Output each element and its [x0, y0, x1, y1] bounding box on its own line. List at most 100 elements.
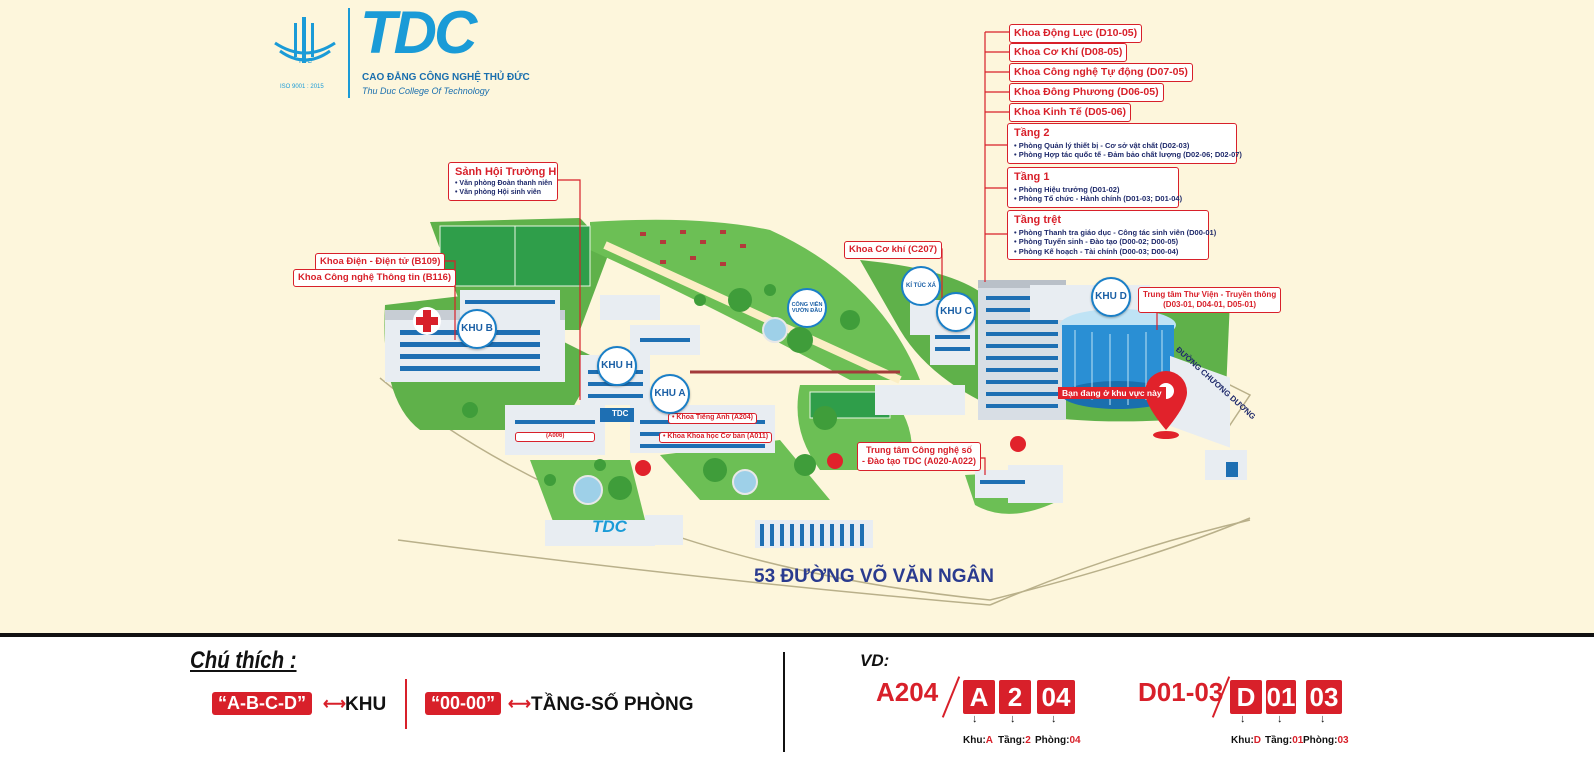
callout-khoa-dong-luc: Khoa Động Lực (D10-05) — [1009, 24, 1143, 44]
street-outline — [397, 539, 991, 606]
sub-label: Khu: — [1231, 735, 1254, 746]
example-code-d0103: D01-03 — [1138, 677, 1224, 707]
example-sub: Tầng:01 — [1265, 735, 1303, 746]
example-sub: Khu:A — [963, 735, 993, 746]
callout-khoa-kinh-te: Khoa Kinh Tế (D05-06) — [1009, 103, 1132, 123]
trees — [462, 284, 860, 500]
callout-khoa-co-khi: Khoa Cơ Khí (D08-05) — [1009, 43, 1128, 63]
example-phong-square: 04 — [1037, 680, 1075, 714]
callout-hall-h: Sảnh Hội Trường H • Văn phòng Đoàn thanh… — [448, 162, 558, 202]
down-arrow-icon: ↓ — [1010, 713, 1016, 725]
down-arrow-icon: ↓ — [972, 713, 978, 725]
example-khu-square: A — [963, 680, 995, 714]
callout-floor-ground: Tầng trệt • Phòng Thanh tra giáo dục - C… — [1007, 210, 1217, 260]
street-outline — [989, 519, 1251, 606]
zone-badge-khu-b: KHU B — [457, 309, 497, 349]
tech-center-line: - Đào tạo TDC (A020-A022) — [862, 456, 977, 467]
fountain — [732, 469, 758, 495]
fountain — [762, 317, 788, 343]
floor-line: • Phòng Quản lý thiết bị - Cơ sở vật chấ… — [1014, 140, 1190, 150]
floor-line: • Phòng Tuyển sinh - Đào tạo (D00-02; D0… — [1014, 237, 1179, 247]
legend-divider — [405, 679, 407, 729]
fountain — [573, 475, 603, 505]
address-label: 53 ĐƯỜNG VÕ VĂN NGÂN — [754, 566, 994, 587]
hall-line: • Văn phòng Đoàn thanh niên — [455, 179, 553, 187]
thu-vien-line: (D03-01, D04-01, D05-01) — [1163, 300, 1257, 309]
thu-vien-line: Trung tâm Thư Viện - Truyền thông — [1143, 290, 1277, 299]
slash — [941, 676, 961, 718]
example-sub: Phòng:03 — [1303, 735, 1349, 746]
floor-line: • Phòng Hợp tác quốc tế - Đảm bảo chất l… — [1014, 150, 1242, 160]
callout-khoa-tieng-anh: • Khoa Tiếng Anh (A204) — [668, 413, 758, 424]
down-arrow-icon: ↓ — [1320, 713, 1326, 725]
svg-text:TDC: TDC — [298, 58, 312, 65]
sub-label: Tầng: — [998, 735, 1026, 746]
callout-floor-2: Tầng 2 • Phòng Quản lý thiết bị - Cơ sở … — [1007, 123, 1242, 164]
down-arrow-icon: ↓ — [1277, 713, 1283, 725]
example-code-a204: A204 — [876, 677, 939, 707]
building-sign: TDC — [612, 409, 629, 418]
sub-label: Tầng: — [1265, 735, 1293, 746]
logo-divider — [348, 8, 350, 98]
sub-label: Phòng: — [1303, 735, 1338, 746]
gate-brand: TDC — [592, 517, 627, 536]
callout-khoa-dong-phuong: Khoa Đông Phương (D06-05) — [1009, 83, 1164, 103]
you-are-here-label: Bạn đang ở khu vực này — [1058, 387, 1166, 399]
college-emblem-icon: TDC — [274, 17, 336, 65]
callout-tech-center: Trung tâm Công nghệ số - Đào tạo TDC (A0… — [857, 442, 982, 471]
callout-a006: (A006) — [515, 432, 596, 442]
zone-badge-khu-d: KHU D — [1091, 277, 1131, 317]
zone-badge-park: CÔNG VIÊN VƯỜN ĐẦU — [787, 288, 827, 328]
legend-separator — [783, 652, 785, 752]
example-phong-square: 03 — [1306, 680, 1342, 714]
gate-house — [645, 515, 683, 545]
tech-center-buildings — [975, 465, 1063, 503]
legend-khu-text: KHU — [345, 694, 387, 715]
hall-title: Sảnh Hội Trường H — [455, 166, 557, 178]
sub-value: A — [985, 735, 994, 746]
callout-floor-1: Tầng 1 • Phòng Hiệu trưởng (D01-02) • Ph… — [1007, 167, 1182, 208]
tech-center-line: Trung tâm Công nghệ số — [866, 445, 973, 455]
zone-badge-khu-h: KHU H — [597, 346, 637, 386]
hall-line: • Văn phòng Hội sinh viên — [455, 188, 542, 196]
example-label: VD: — [860, 651, 890, 670]
sub-value: 03 — [1337, 735, 1349, 746]
arrow-icon: ⟷ — [323, 696, 346, 713]
logo: TDC ISO 9001 : 2015 TDC CAO ĐẲNG CÔNG NG… — [270, 0, 530, 103]
college-name-en: Thu Duc College Of Technology — [362, 86, 490, 96]
floor-line: • Phòng Kế hoạch - Tài chính (D00-03; D0… — [1014, 246, 1179, 256]
park-area — [590, 219, 920, 380]
zone-badge-khu-c: KHU C — [936, 292, 976, 332]
example-sub: Phòng:04 — [1035, 735, 1081, 746]
example-tang-square: 01 — [1266, 680, 1296, 714]
street-outline — [379, 377, 1251, 601]
iso-label: ISO 9001 : 2015 — [280, 84, 324, 90]
legend-bar: Chú thích : “A-B-C-D” ⟷ KHU “00-00” ⟷ TẦ… — [0, 633, 1594, 775]
guard-house-door — [1226, 462, 1238, 477]
down-arrow-icon: ↓ — [1240, 713, 1246, 725]
down-arrow-icon: ↓ — [1051, 713, 1057, 725]
example-khu-square: D — [1230, 680, 1262, 714]
college-name-vi: CAO ĐẲNG CÔNG NGHỆ THỦ ĐỨC — [362, 72, 530, 83]
sub-label: Khu: — [963, 735, 986, 746]
brand-name: TDC — [360, 0, 477, 66]
zone-badge-khu-a: KHU A — [650, 374, 690, 414]
callout-khoa-co-khi-c: Khoa Cơ khí (C207) — [844, 241, 943, 259]
sub-value: 01 — [1292, 735, 1304, 746]
sports-hall — [875, 385, 965, 415]
legend-chip-khu: “A-B-C-D” — [212, 692, 312, 715]
callout-thu-vien: Trung tâm Thư Viện - Truyền thông (D03-0… — [1138, 287, 1282, 313]
example-sub: Khu:D — [1231, 735, 1261, 746]
sub-value: D — [1253, 735, 1262, 746]
pin-shadow — [1153, 431, 1179, 439]
example-sub: Tầng:2 — [998, 735, 1031, 746]
sub-value: 2 — [1025, 735, 1031, 746]
zone-badge-ktx: KÍ TÚC XÁ — [901, 266, 941, 306]
floor-line: • Phòng Hiệu trưởng (D01-02) — [1014, 184, 1120, 194]
entrance-marker — [827, 453, 843, 469]
legend-chip-phong: “00-00” — [425, 692, 502, 715]
example-tang-square: 2 — [999, 680, 1031, 714]
floor-line: • Phòng Thanh tra giáo dục - Công tác si… — [1014, 227, 1217, 237]
legend-title: Chú thích : — [190, 647, 297, 674]
